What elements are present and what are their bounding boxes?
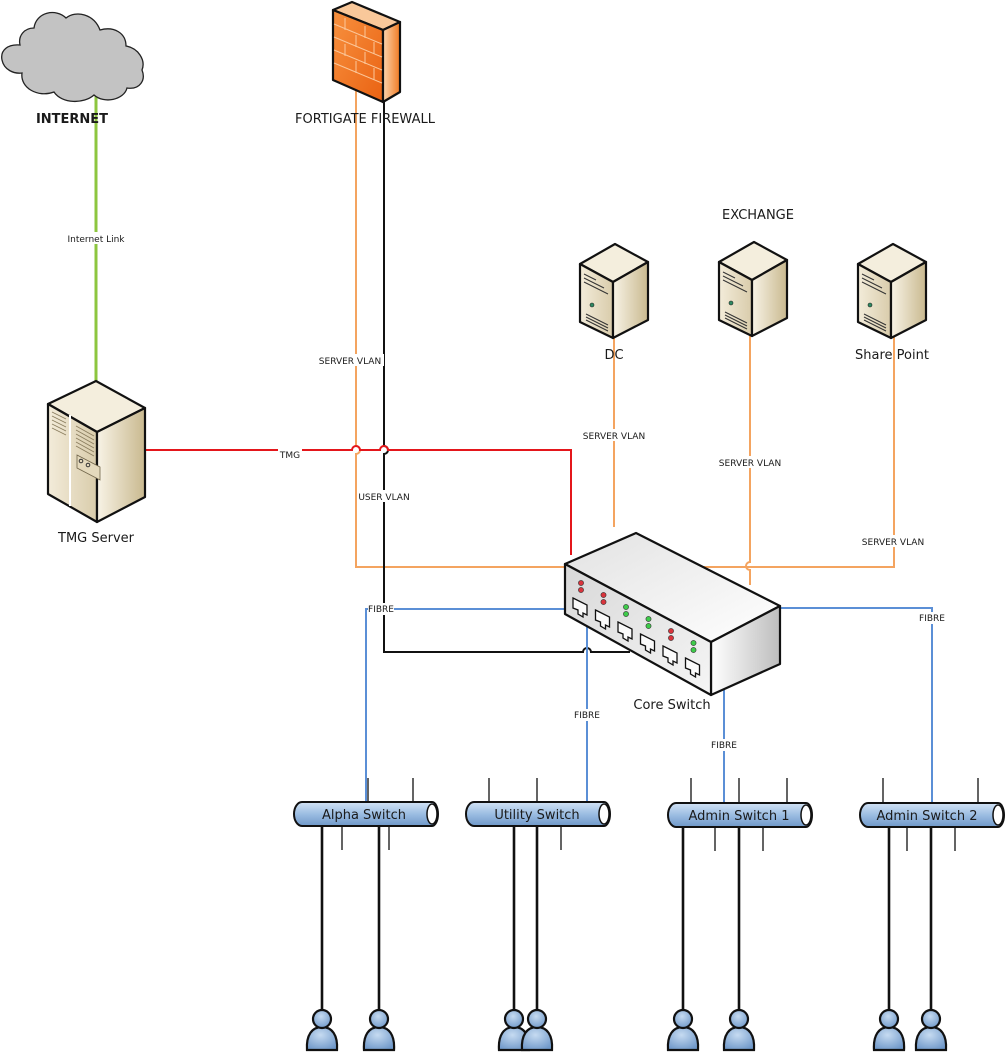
tmg-server-node[interactable]: TMG Server xyxy=(46,379,147,546)
core-switch-icon xyxy=(563,531,782,697)
user-icon[interactable] xyxy=(305,1008,339,1052)
firewall-icon xyxy=(331,0,402,104)
status-led-red xyxy=(600,599,607,605)
switch-tube-icon xyxy=(293,801,439,827)
exchange-server-vlan-label: SERVER VLAN xyxy=(719,459,781,469)
status-led-red xyxy=(578,587,584,593)
switch-port-1 xyxy=(572,596,588,619)
users xyxy=(305,1008,948,1052)
switch-port-5 xyxy=(662,644,678,667)
dc-server-node[interactable]: DC xyxy=(578,242,650,363)
switch-port-4 xyxy=(639,632,656,655)
sharepoint-server-node[interactable]: Share Point xyxy=(855,242,929,363)
switch-ports xyxy=(572,580,701,679)
server-icon xyxy=(856,242,928,340)
firewall-node[interactable]: FORTIGATE FIREWALL xyxy=(295,0,436,127)
switch-port-3 xyxy=(617,620,633,643)
links xyxy=(94,85,979,1010)
utility-switch-node[interactable]: Utility Switch xyxy=(465,801,611,827)
server-icon xyxy=(578,242,650,340)
dc-server-vlan-label: SERVER VLAN xyxy=(583,432,645,442)
switch-tube-icon xyxy=(465,801,611,827)
switch-tube-icon xyxy=(859,802,1005,828)
status-led-green xyxy=(690,647,697,653)
sharepoint-server-vlan-link xyxy=(714,336,895,568)
tmg-link xyxy=(146,445,572,555)
fibre-alpha-label: FIBRE xyxy=(368,605,394,615)
user-drops xyxy=(320,826,933,1010)
core-switch-label: Core Switch xyxy=(633,698,710,713)
dc-label: DC xyxy=(604,348,623,363)
exchange-group-label: EXCHANGE xyxy=(722,208,794,223)
fibre-link-alpha xyxy=(365,608,568,803)
user-icon[interactable] xyxy=(666,1008,700,1052)
firewall-server-vlan-label: SERVER VLAN xyxy=(319,357,381,367)
user-icon[interactable] xyxy=(722,1008,756,1052)
fibre-link-admin2 xyxy=(778,607,933,803)
link-labels: Internet Link SERVER VLAN USER VLAN TMG … xyxy=(66,232,947,751)
status-led-red xyxy=(668,628,674,634)
user-icon[interactable] xyxy=(362,1008,396,1052)
user-icon[interactable] xyxy=(914,1008,948,1052)
fibre-utility-label: FIBRE xyxy=(574,711,600,721)
cloud-icon xyxy=(1,11,144,103)
internet-link-label: Internet Link xyxy=(67,235,125,245)
user-vlan-label: USER VLAN xyxy=(358,493,409,503)
exchange-server-vlan-link xyxy=(745,336,751,585)
internet-label: INTERNET xyxy=(36,112,108,127)
utility-switch-label: Utility Switch xyxy=(494,808,579,823)
status-led-green xyxy=(645,623,652,629)
sharepoint-label: Share Point xyxy=(855,348,929,363)
switch-stubs xyxy=(341,778,979,851)
status-led-green xyxy=(645,616,652,622)
status-led-green xyxy=(623,611,629,617)
sharepoint-server-vlan-label: SERVER VLAN xyxy=(862,538,924,548)
fibre-admin2-label: FIBRE xyxy=(919,614,945,624)
tmg-link-label: TMG xyxy=(279,451,300,461)
switch-tube-icon xyxy=(667,802,813,828)
fibre-admin1-label: FIBRE xyxy=(711,741,737,751)
user-icon[interactable] xyxy=(520,1008,554,1052)
status-led-green xyxy=(623,604,629,610)
exchange-server-node[interactable] xyxy=(717,240,789,338)
internet-node[interactable]: INTERNET xyxy=(1,11,144,127)
alpha-switch-label: Alpha Switch xyxy=(322,808,406,823)
tower-server-icon xyxy=(46,379,147,524)
status-led-red xyxy=(600,592,607,598)
switch-port-6 xyxy=(684,656,701,679)
admin-switch-2-label: Admin Switch 2 xyxy=(877,809,978,824)
admin-switch-2-node[interactable]: Admin Switch 2 xyxy=(859,802,1005,828)
admin-switch-1-label: Admin Switch 1 xyxy=(689,809,790,824)
status-led-green xyxy=(690,640,697,646)
status-led-red xyxy=(668,635,674,641)
core-switch-node[interactable]: Core Switch xyxy=(563,531,782,713)
status-led-red xyxy=(578,580,584,586)
admin-switch-1-node[interactable]: Admin Switch 1 xyxy=(667,802,813,828)
switch-port-2 xyxy=(594,608,611,631)
tmg-server-label: TMG Server xyxy=(57,531,135,546)
alpha-switch-node[interactable]: Alpha Switch xyxy=(293,801,439,827)
server-icon xyxy=(717,240,789,338)
access-switches: Alpha Switch Utility Switch Admin Switch… xyxy=(293,801,1005,828)
firewall-label: FORTIGATE FIREWALL xyxy=(295,112,436,127)
user-icon[interactable] xyxy=(872,1008,906,1052)
